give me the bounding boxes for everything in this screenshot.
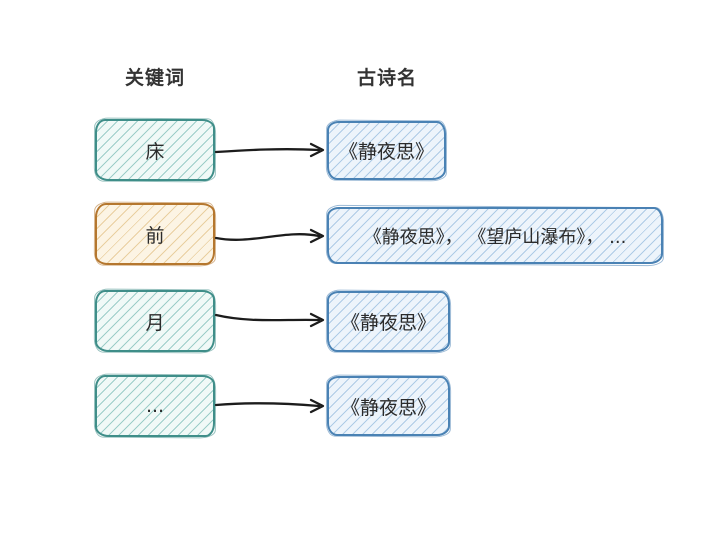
node-label: 《静夜思》 [338,141,434,163]
keyword-node-bed: 床 [95,119,215,181]
node-label: 前 [145,224,165,247]
node-label: 《静夜思》 [340,396,436,419]
column-header-poems: 古诗名 [356,67,417,89]
keyword-node-ellipsis: ... [95,375,215,437]
node-label: 月 [145,311,165,334]
keyword-node-front-highlighted: 前 [95,203,215,265]
arrow-row1 [214,142,325,158]
poem-node-row4: 《静夜思》 [327,376,450,436]
poem-node-row3: 《静夜思》 [327,291,450,352]
arrow-row4 [214,398,325,414]
keyword-node-moon: 月 [95,290,215,352]
arrow-row3 [214,312,325,328]
node-label: 《静夜思》 [340,312,436,334]
node-label: 床 [145,140,165,163]
arrow-row2 [214,228,325,244]
node-label: ... [145,395,165,417]
node-label: 《静夜思》， 《望庐山瀑布》， ... [363,226,627,248]
poem-node-row2: 《静夜思》， 《望庐山瀑布》， ... [327,207,663,264]
poem-node-row1: 《静夜思》 [327,121,446,180]
column-header-keywords: 关键词 [124,67,185,89]
